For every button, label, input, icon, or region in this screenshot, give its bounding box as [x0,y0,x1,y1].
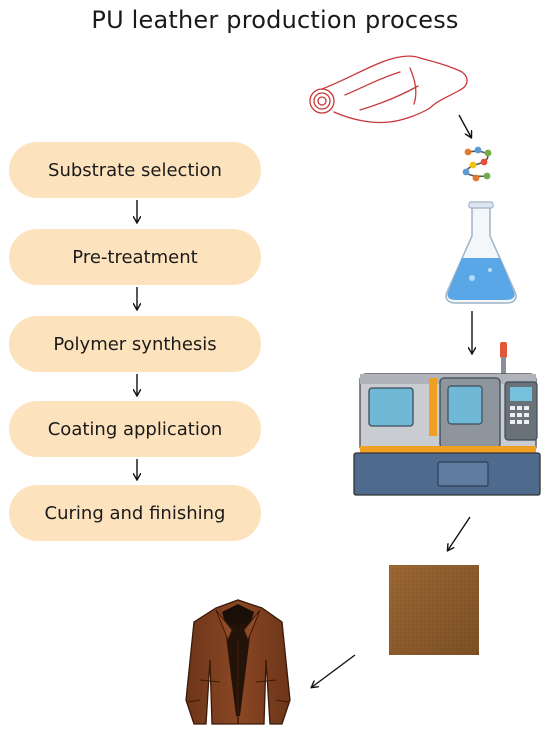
arrow-icon [448,516,471,550]
fabric-roll-icon [309,55,468,124]
step-substrate-selection: Substrate selection [9,142,261,198]
leather-jacket-icon [185,599,291,725]
leather-swatch-icon [389,565,479,655]
step-pre-treatment: Pre-treatment [9,229,261,285]
step-label: Polymer synthesis [53,333,217,355]
step-polymer-synthesis: Polymer synthesis [9,316,261,372]
arrow-icon [458,114,471,137]
step-label: Coating application [47,418,223,440]
step-label: Substrate selection [48,159,222,181]
flask-icon [445,201,517,304]
step-curing-and-finishing: Curing and finishing [9,485,261,541]
diagram-title: PU leather production process [91,6,459,34]
step-label: Curing and finishing [44,502,226,524]
step-coating-application: Coating application [9,401,261,457]
polymer-chain-icon [462,146,492,182]
coating-machine-icon [353,342,541,496]
step-label: Pre-treatment [72,246,198,268]
arrow-icon [312,654,356,687]
